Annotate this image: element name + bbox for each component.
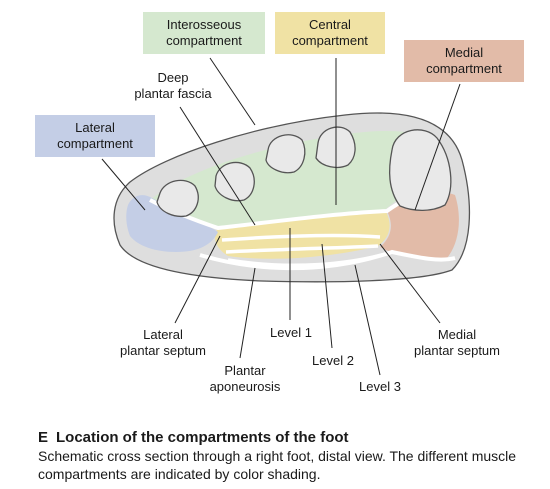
level-2-label: Level 2 xyxy=(312,353,354,368)
level-1-label: Level 1 xyxy=(270,325,312,340)
level-1-septum-line xyxy=(221,233,381,242)
foot-cross-section-figure: Interosseous compartment Central compart… xyxy=(35,12,524,394)
level-3-label: Level 3 xyxy=(359,379,401,394)
leader-plantar-aponeurosis xyxy=(239,267,256,359)
third-metatarsal-bone xyxy=(265,134,306,174)
fifth-metatarsal-bone xyxy=(156,179,199,218)
medial-compartment-label: Medial compartment xyxy=(404,40,524,82)
leader-level-2 xyxy=(321,243,333,349)
caption-letter: E xyxy=(38,429,49,446)
leader-lateral xyxy=(101,158,146,211)
lateral-plantar-septum-label: Lateral plantar septum xyxy=(120,327,206,358)
fourth-metatarsal-bone xyxy=(214,161,255,202)
leader-level-3 xyxy=(354,264,381,376)
plantar-aponeurosis-line xyxy=(199,249,456,271)
leader-deep-plantar-fascia xyxy=(179,106,256,226)
leader-lateral-plantar-septum xyxy=(174,235,221,324)
medial-compartment-region xyxy=(380,192,459,260)
caption-title-text: Location of the compartments of the foot xyxy=(56,429,349,446)
medial-plantar-septum-label: Medial plantar septum xyxy=(414,327,500,358)
cross-section-drawing xyxy=(101,57,470,376)
level-2-septum-line xyxy=(225,244,379,254)
lateral-compartment-label: Lateral compartment xyxy=(35,115,155,157)
deep-plantar-fascia-label: Deep plantar fascia xyxy=(134,70,212,101)
interosseous-compartment-region xyxy=(150,130,436,229)
lateral-compartment-region xyxy=(126,195,218,252)
central-compartment-label: Central compartment xyxy=(275,12,385,54)
leader-medial xyxy=(414,83,461,211)
caption-title: E Location of the compartments of the foo… xyxy=(38,428,538,447)
caption-text: Schematic cross section through a right … xyxy=(38,448,517,482)
leader-interosseous xyxy=(209,57,256,126)
interosseous-compartment-label: Interosseous compartment xyxy=(143,12,265,54)
leader-medial-plantar-septum xyxy=(379,243,441,324)
plantar-aponeurosis-label: Plantar aponeurosis xyxy=(209,363,281,394)
first-metatarsal-bone xyxy=(388,129,452,212)
figure-caption: E Location of the compartments of the foo… xyxy=(38,428,538,483)
leader-lines xyxy=(101,57,461,376)
